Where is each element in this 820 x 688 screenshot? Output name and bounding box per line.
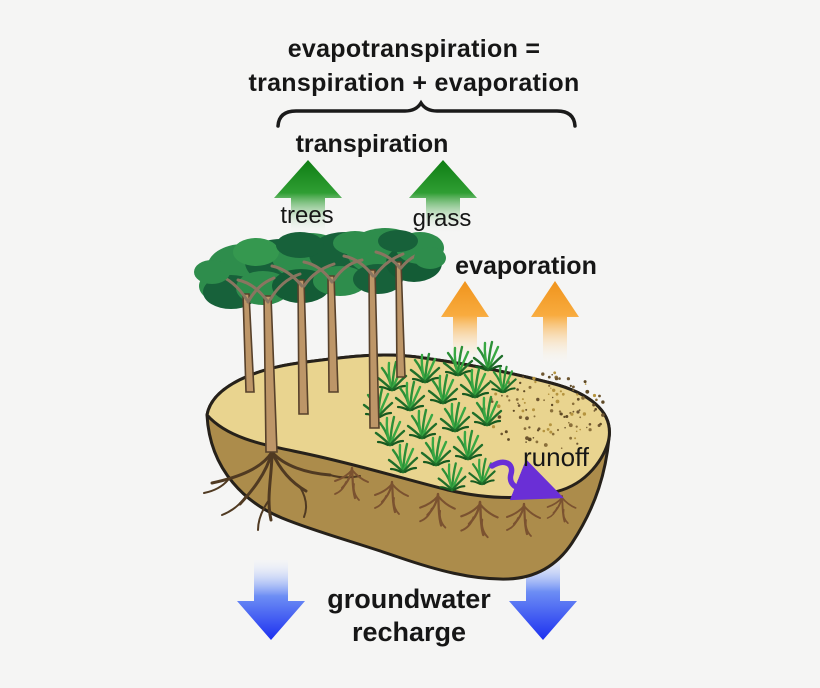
equation-title-line1: evapotranspiration =: [287, 35, 541, 63]
groundwater-label-line1: groundwater: [327, 584, 491, 614]
equation-title-line2: transpiration + evaporation: [248, 69, 580, 97]
tree-trunks: [242, 261, 406, 453]
groundwater-arrow-left-icon: [237, 560, 305, 640]
roots-group: [203, 450, 577, 539]
equation-title: evapotranspiration = transpiration + eva…: [248, 32, 579, 100]
trees-group: [194, 228, 446, 453]
evaporation-arrow-right-icon: [531, 281, 579, 362]
groundwater-recharge-label: groundwater recharge: [327, 583, 491, 649]
evaporation-arrow-left-icon: [441, 281, 489, 362]
evaporation-label: evaporation: [455, 252, 597, 280]
transpiration-arrow-grass-icon: [409, 160, 477, 233]
evaporation-arrows: [441, 281, 579, 362]
groundwater-label-line2: recharge: [351, 617, 467, 647]
trees-label: trees: [280, 202, 334, 229]
grass-label: grass: [412, 205, 472, 232]
runoff-label: runoff: [522, 442, 590, 472]
transpiration-label: transpiration: [295, 130, 449, 158]
equation-brace-icon: [276, 99, 577, 128]
transpiration-arrow-trees-icon: [274, 160, 342, 233]
runoff-arrow-icon: [489, 459, 564, 501]
transpiration-arrows: [274, 160, 477, 233]
tree-canopy-front: [194, 230, 446, 284]
